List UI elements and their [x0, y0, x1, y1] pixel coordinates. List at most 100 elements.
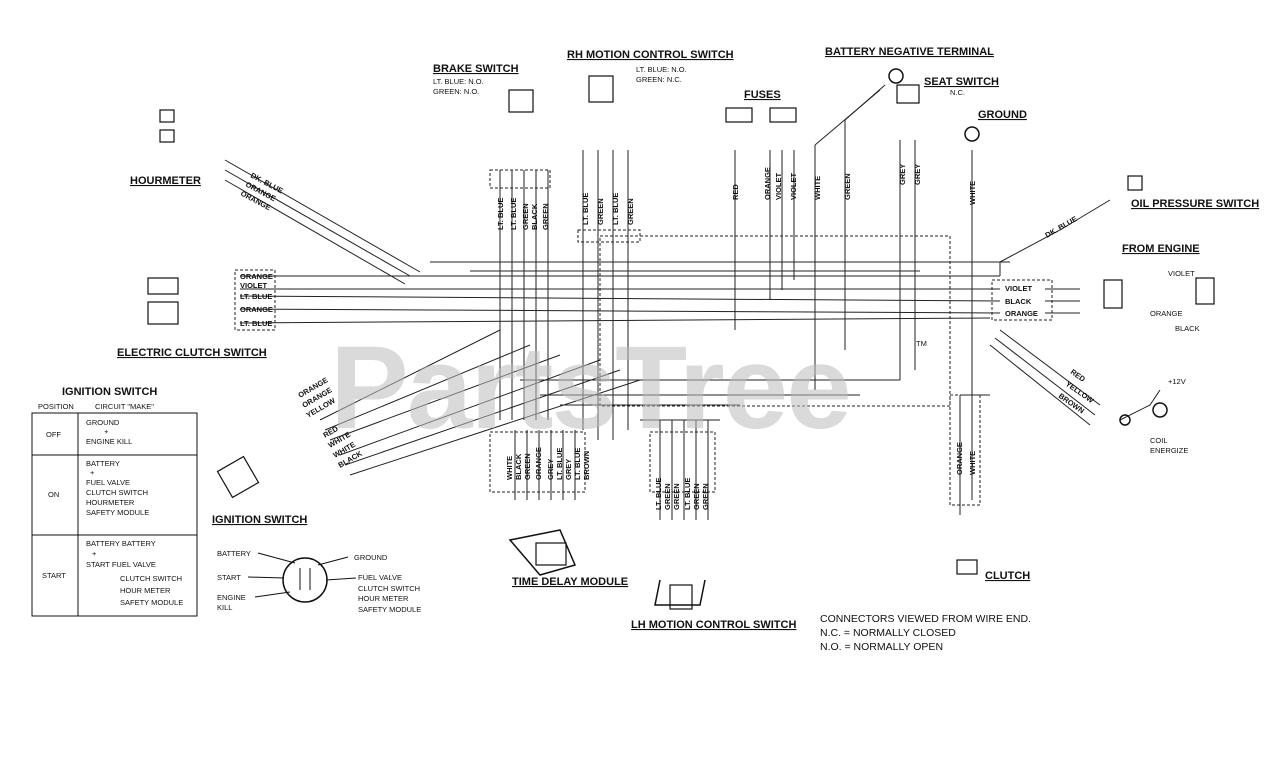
lh-motion-connector	[669, 584, 693, 610]
circuit-text: +	[92, 549, 97, 558]
wire-black: BLACK	[514, 453, 523, 480]
wire-green: GREEN	[626, 198, 635, 225]
wire-green: GREEN	[692, 483, 701, 510]
fuse-1	[725, 107, 753, 123]
wire-black: BLACK	[530, 203, 539, 230]
symbol-kill: KILL	[217, 603, 232, 612]
wire-green: GREEN	[701, 483, 710, 510]
ignition-table: IGNITION SWITCH POSITION CIRCUIT "MAKE" …	[31, 386, 198, 617]
circuit-text: BATTERY	[86, 459, 120, 468]
clutch-title: CLUTCH	[985, 570, 1030, 582]
rh-note-1: LT. BLUE: N.O.	[636, 65, 687, 74]
table-header-circuit: CIRCUIT "MAKE"	[95, 402, 154, 411]
wire-white: WHITE	[505, 456, 514, 480]
wire-violet: VIOLET	[774, 172, 783, 200]
from-engine-title: FROM ENGINE	[1122, 243, 1200, 255]
wire-violet: VIOLET	[240, 281, 268, 290]
circuit-text: SAFETY MODULE	[120, 598, 183, 607]
ignition-switch-title: IGNITION SWITCH	[212, 514, 307, 526]
circuit-text: +	[90, 468, 95, 477]
clutch-connector	[956, 559, 978, 575]
wire-lt-blue: LT. BLUE	[509, 198, 518, 230]
wire-dk-blue: DK. BLUE	[1044, 214, 1079, 240]
clutch-switch-connector-bottom	[147, 301, 179, 325]
wire-violet: VIOLET	[789, 172, 798, 200]
wiring-lines	[224, 84, 1161, 520]
hourmeter-term-2	[159, 129, 175, 143]
connector-blocks	[147, 75, 1215, 610]
engine-connector-view	[1195, 277, 1215, 305]
engine-wire-violet: VIOLET	[1168, 269, 1195, 278]
component-titles: BRAKE SWITCH LT. BLUE: N.O. GREEN: N.O. …	[117, 46, 1259, 631]
wire-lt-blue: LT. BLUE	[555, 448, 564, 480]
engine-connector	[1103, 279, 1123, 309]
notes: CONNECTORS VIEWED FROM WIRE END. N.C. = …	[820, 613, 1031, 653]
brake-switch-title: BRAKE SWITCH	[433, 63, 519, 75]
wire-lt-blue: LT. BLUE	[611, 193, 620, 225]
wire-orange: ORANGE	[240, 272, 273, 281]
wire-black: BLACK	[1005, 297, 1032, 306]
note-connectors: CONNECTORS VIEWED FROM WIRE END.	[820, 613, 1031, 625]
wire-brown: BROWN	[582, 451, 591, 480]
oil-pressure-title: OIL PRESSURE SWITCH	[1131, 198, 1259, 210]
symbol-battery: BATTERY	[217, 549, 251, 558]
wire-green: GREEN	[596, 198, 605, 225]
circuit-text: GROUND	[86, 418, 120, 427]
lh-motion-title: LH MOTION CONTROL SWITCH	[631, 619, 796, 631]
wire-orange: ORANGE	[763, 167, 772, 200]
coil-label-1: COIL	[1150, 436, 1168, 445]
pos-on: ON	[48, 490, 59, 499]
seat-switch-title: SEAT SWITCH	[924, 76, 999, 88]
ignition-table-title: IGNITION SWITCH	[62, 386, 157, 398]
coil-label-2: ENERGIZE	[1150, 446, 1188, 455]
time-delay-connector	[535, 542, 567, 566]
ground-title: GROUND	[978, 109, 1027, 121]
brake-note-2: GREEN: N.O.	[433, 87, 479, 96]
wire-red: RED	[731, 184, 740, 200]
circuit-text: SAFETY MODULE	[86, 508, 149, 517]
table-header-position: POSITION	[38, 402, 74, 411]
wire-white: WHITE	[968, 181, 977, 205]
wire-white: WHITE	[968, 451, 977, 475]
ignition-symbol: BATTERY START ENGINE KILL GROUND FUEL VA…	[217, 549, 421, 614]
engine-wire-orange: ORANGE	[1150, 309, 1183, 318]
circuit-text: +	[104, 427, 109, 436]
fuses-title: FUSES	[744, 89, 781, 101]
battery-negative-title: BATTERY NEGATIVE TERMINAL	[825, 46, 994, 58]
terminals	[282, 68, 1168, 606]
wire-lt-blue: LT. BLUE	[683, 478, 692, 510]
watermark-tm: TM	[916, 339, 927, 348]
ignition-connector	[216, 455, 260, 499]
circuit-text: CLUTCH SWITCH	[120, 574, 182, 583]
circuit-text: FUEL VALVE	[86, 478, 130, 487]
note-no: N.O. = NORMALLY OPEN	[820, 641, 943, 653]
wire-grey: GREY	[913, 164, 922, 185]
watermark: PartsTree	[330, 322, 850, 454]
wire-lt-blue: LT. BLUE	[240, 319, 272, 328]
symbol-start: START	[217, 573, 241, 582]
plus12-label: +12V	[1168, 377, 1186, 386]
wire-grey: GREY	[546, 459, 555, 480]
rh-motion-connector	[588, 75, 614, 103]
wire-white: WHITE	[813, 176, 822, 200]
symbol-fuel-valve: FUEL VALVE	[358, 573, 402, 582]
wire-orange: ORANGE	[534, 447, 543, 480]
fuse-2	[769, 107, 797, 123]
brake-note-1: LT. BLUE: N.O.	[433, 77, 484, 86]
circuit-text: ENGINE KILL	[86, 437, 132, 446]
clutch-switch-connector-top	[147, 277, 179, 295]
wire-lt-blue: LT. BLUE	[496, 198, 505, 230]
wire-grey: GREY	[564, 459, 573, 480]
symbol-clutch-switch: CLUTCH SWITCH	[358, 584, 420, 593]
circuit-text: HOURMETER	[86, 498, 135, 507]
rh-motion-title: RH MOTION CONTROL SWITCH	[567, 49, 734, 61]
wire-grey: GREY	[898, 164, 907, 185]
wire-lt-blue: LT. BLUE	[654, 478, 663, 510]
wire-lt-blue: LT. BLUE	[573, 448, 582, 480]
seat-switch-connector	[896, 84, 920, 104]
circuit-text: CLUTCH SWITCH	[86, 488, 148, 497]
wire-orange: ORANGE	[240, 305, 273, 314]
oil-pressure-connector	[1127, 175, 1143, 191]
time-delay-title: TIME DELAY MODULE	[512, 576, 628, 588]
wire-lt-blue: LT. BLUE	[581, 193, 590, 225]
